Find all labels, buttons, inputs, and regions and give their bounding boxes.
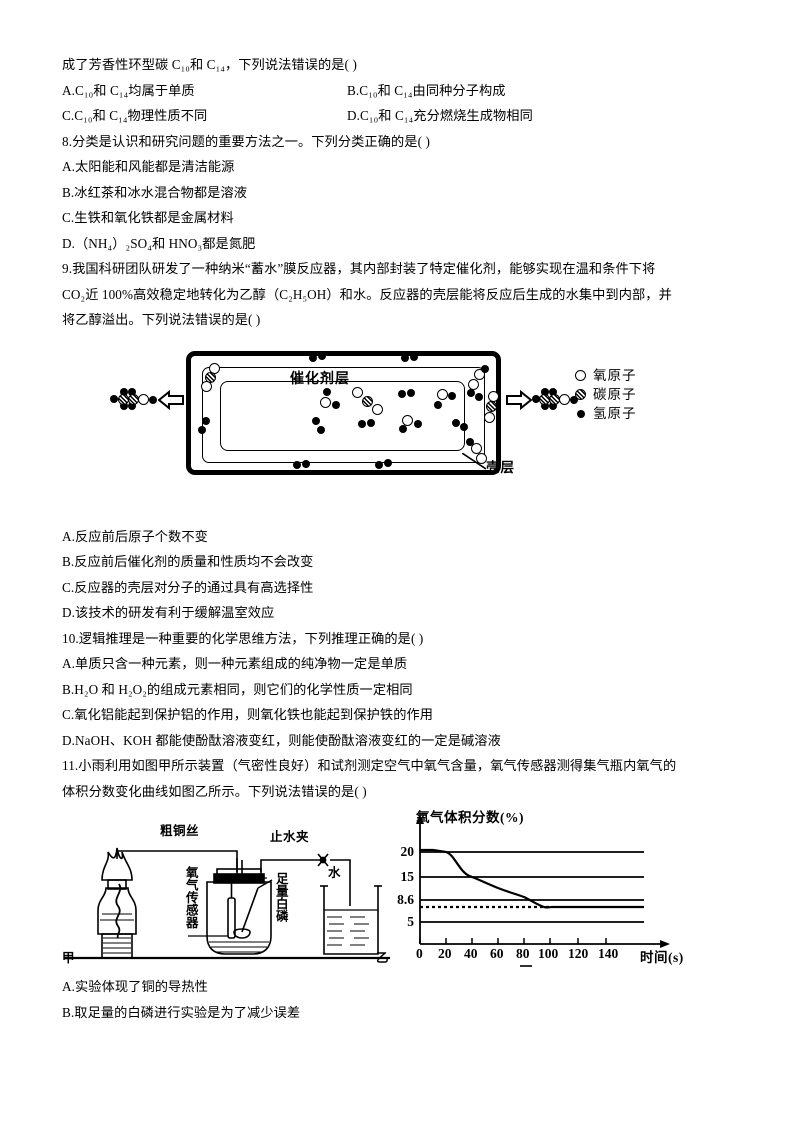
chart-plot: [416, 814, 670, 967]
reactor-shell-layer: [186, 350, 501, 475]
y-tick-20: 20: [400, 844, 415, 859]
x-tick-140: 140: [598, 946, 619, 961]
x-tick-20: 20: [438, 946, 452, 961]
question-11-stem-line-2: 体积分数变化曲线如图乙所示。下列说法错误的是( ): [62, 783, 367, 799]
question-10-option-b: B.H₂O 和 H₂O₂的组成元素相同，则它们的化学性质一定相同: [62, 681, 413, 697]
x-tick-40: 40: [464, 946, 478, 961]
hydrogen-atom-icon: [577, 409, 585, 418]
question-7-options-row-1: A.C₁₀和 C₁₄均属于单质 B.C₁₀和 C₁₄由同种分子构成: [62, 78, 738, 104]
question-7-option-a: A.C₁₀和 C₁₄均属于单质: [62, 82, 195, 98]
outflow-arrow-right-icon: [506, 389, 532, 410]
page-content: 成了芳香性环型碳 C₁₀和 C₁₄，下列说法错误的是( ) A.C₁₀和 C₁₄…: [62, 52, 738, 1025]
question-10-option-a: A.单质只含一种元素，则一种元素组成的纯净物一定是单质: [62, 656, 408, 671]
figure-b-label: 乙: [376, 951, 389, 965]
question-8-option-a: A.太阳能和风能都是清洁能源: [62, 159, 235, 174]
question-7-stem: 成了芳香性环型碳 C₁₀和 C₁₄，下列说法错误的是( ): [62, 57, 357, 72]
water-label: 水: [328, 866, 342, 880]
legend-label-oxygen: 氧原子: [593, 367, 637, 383]
question-10-option-d: D.NaOH、KOH 都能使酚酞溶液变红，则能使酚酞溶液变红的一定是碱溶液: [62, 732, 501, 748]
question-8-option-c: C.生铁和氧化铁都是金属材料: [62, 210, 234, 225]
question-10-stem: 10.逻辑推理是一种重要的化学思维方法，下列推理正确的是( ): [62, 630, 424, 646]
x-tick-80: 80: [516, 946, 530, 961]
legend-label-hydrogen: 氢原子: [593, 405, 637, 421]
legend-label-carbon: 碳原子: [593, 386, 637, 402]
experiment-figures: 粗铜丝 止水夹 水 氧气传感器 足量白磷 甲 乙 氧气体积分数(%): [62, 806, 738, 974]
question-11-option-b: B.取足量的白磷进行实验是为了减少误差: [62, 1004, 301, 1020]
question-9-stem-line-1: 9.我国科研团队研发了一种纳米“蓄水”膜反应器，其内部封装了特定催化剂，能够实现…: [62, 261, 656, 276]
reactor-diagram: 催化剂层: [62, 339, 738, 524]
carbon-atom-icon: [575, 388, 586, 400]
x-tick-100: 100: [538, 946, 559, 961]
x-tick-0: 0: [416, 946, 423, 961]
copper-wire-label: 粗铜丝: [160, 824, 200, 838]
figure-a-label: 甲: [62, 951, 75, 965]
question-8-stem: 8.分类是认识和研究问题的重要方法之一。下列分类正确的是( ): [62, 133, 430, 149]
question-7-option-d: D.C₁₀和 C₁₄充分燃烧生成物相同: [347, 108, 533, 123]
oxygen-sensor-label: 氧气传感器: [183, 866, 198, 929]
chart-title: 氧气体积分数(%): [416, 810, 524, 825]
question-9-stem-line-2: CO₂近 100%高效稳定地转化为乙醇（C₂H₅OH）和水。反应器的壳层能将反应…: [62, 286, 672, 302]
question-11-stem-line-1: 11.小雨利用如图甲所示装置（气密性良好）和试剂测定空气中氧气含量，氧气传感器测…: [62, 758, 677, 773]
catalyst-layer-label: 催化剂层: [290, 371, 350, 387]
question-7-options-row-2: C.C₁₀和 C₁₄物理性质不同 D.C₁₀和 C₁₄充分燃烧生成物相同: [62, 103, 738, 129]
x-tick-60: 60: [490, 946, 504, 961]
white-phosphorus-label: 足量白磷: [273, 872, 288, 922]
oxygen-atom-icon: [575, 369, 586, 381]
question-7-option-b: B.C₁₀和 C₁₄由同种分子构成: [347, 82, 506, 98]
y-tick-8-6: 8.6: [397, 892, 414, 907]
question-8-option-d: D.（NH₄）₂SO₄和 HNO₃都是氮肥: [62, 235, 256, 251]
reactor-catalyst-core: [220, 380, 465, 451]
question-9-option-a: A.反应前后原子个数不变: [62, 528, 208, 544]
pinch-clamp-label: 止水夹: [270, 830, 310, 844]
question-9-option-c: C.反应器的壳层对分子的通过具有高选择性: [62, 579, 314, 595]
y-tick-15: 15: [400, 869, 415, 884]
shell-leader-line: [462, 452, 486, 470]
x-tick-120: 120: [568, 946, 589, 961]
question-9-option-b: B.反应前后催化剂的质量和性质均不会改变: [62, 554, 314, 569]
apparatus-diagram: 粗铜丝 止水夹 水 氧气传感器 足量白磷 甲 乙: [62, 814, 392, 974]
question-11-option-a: A.实验体现了铜的导热性: [62, 979, 208, 994]
question-7-option-c: C.C₁₀和 C₁₄物理性质不同: [62, 108, 208, 123]
outflow-arrow-left-icon: [158, 389, 184, 410]
question-10-option-c: C.氧化铝能起到保护铝的作用，则氧化铁也能起到保护铁的作用: [62, 707, 434, 722]
shell-layer-label: 壳层: [486, 459, 515, 475]
question-9-stem-line-3: 将乙醇溢出。下列说法错误的是( ): [62, 312, 261, 327]
question-8-option-b: B.冰红茶和冰水混合物都是溶液: [62, 184, 248, 200]
x-axis-title: 时间(s): [640, 950, 684, 965]
oxygen-fraction-chart: 氧气体积分数(%): [392, 806, 738, 974]
apparatus-drawing: [64, 847, 390, 960]
y-tick-5: 5: [407, 914, 414, 929]
question-9-option-d: D.该技术的研发有利于缓解温室效应: [62, 605, 275, 620]
